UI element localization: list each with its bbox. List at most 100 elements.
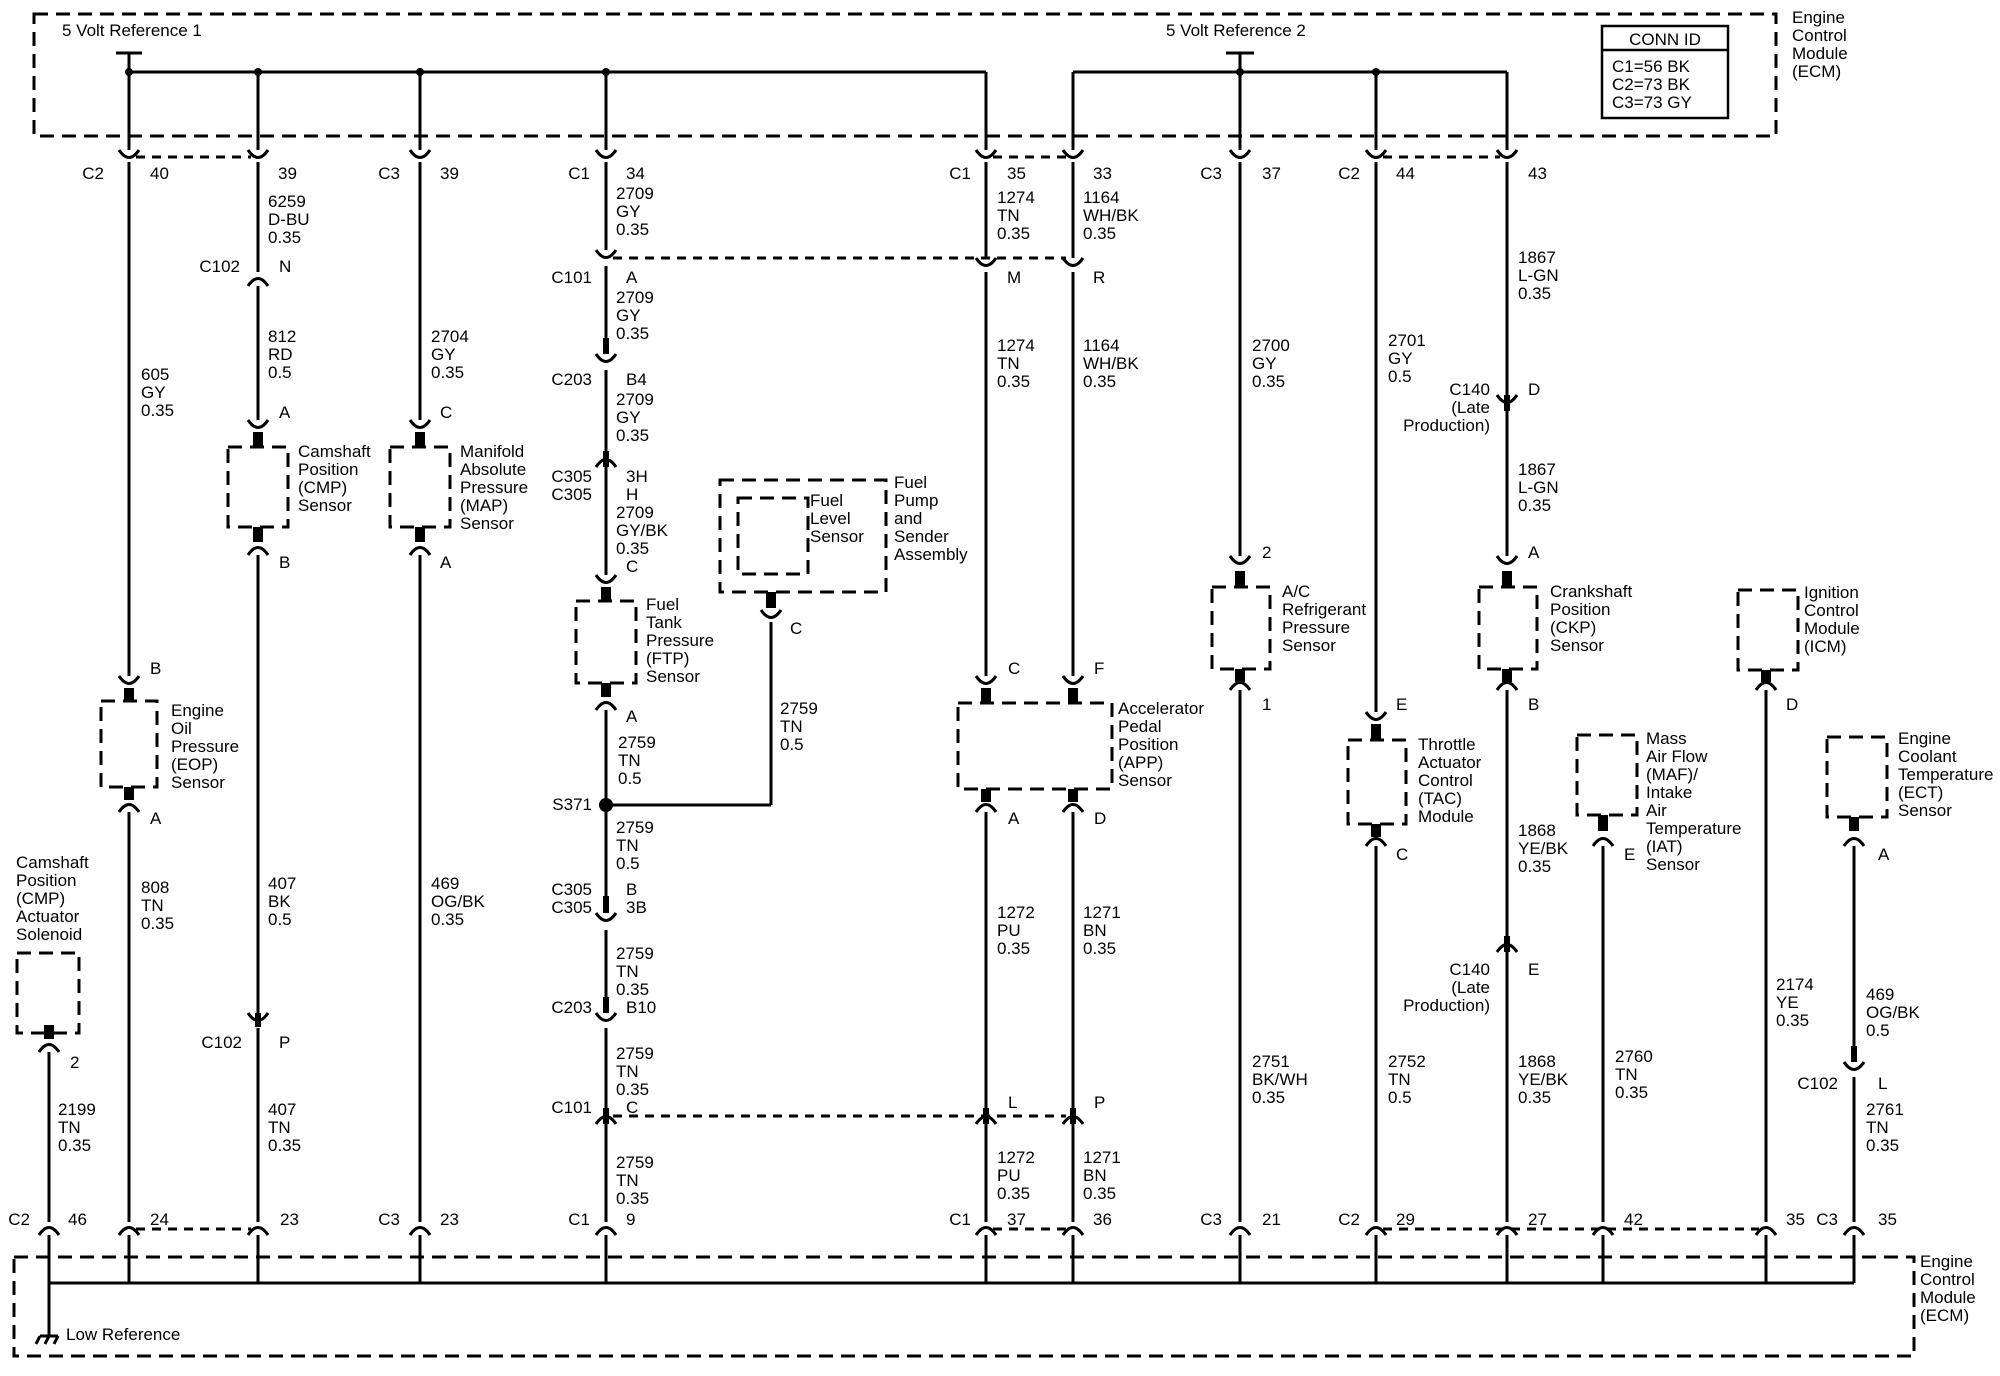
connector-shells: [136, 155, 1759, 1231]
circuit-label: GY: [141, 383, 166, 402]
circuit-label: B: [279, 553, 290, 572]
ckp-sensor-label-2: Position: [1550, 600, 1610, 619]
circuit-label: 0.35: [997, 1184, 1030, 1203]
cmp-actuator-label-4: Actuator: [16, 907, 80, 926]
circuit-label: 0.5: [1388, 367, 1412, 386]
fuel-pump-assembly-box: [718, 478, 888, 619]
circuit-label: 2704: [431, 327, 469, 346]
circuit-label: 1274: [997, 188, 1035, 207]
circuit-label: 0.35: [1083, 224, 1116, 243]
circuit-label: C1: [949, 1210, 971, 1229]
circuit-label: 2709: [616, 390, 654, 409]
icm-label-3: Module: [1804, 619, 1860, 638]
circuit-label: TN: [616, 962, 639, 981]
fuel-level-label-3: Sensor: [810, 527, 864, 546]
circuit-label: 2759: [616, 1153, 654, 1172]
circuit-label: TN: [997, 206, 1020, 225]
circuit-label: 3B: [626, 898, 647, 917]
eop-sensor-label-4: (EOP): [171, 755, 218, 774]
cmp-sensor-box: [226, 419, 290, 556]
circuit-label: 0.35: [997, 372, 1030, 391]
app-sensor-label-3: Position: [1118, 735, 1178, 754]
circuit-label: 0.5: [1388, 1088, 1412, 1107]
conn-id-line-2: C2=73 BK: [1612, 75, 1691, 94]
circuit-label: C3: [378, 1210, 400, 1229]
ckp-sensor-label-3: (CKP): [1550, 618, 1596, 637]
conn-id-line-1: C1=56 BK: [1612, 57, 1691, 76]
circuit-label: 1271: [1083, 903, 1121, 922]
circuit-label: 812: [268, 327, 296, 346]
circuit-label: C3: [1200, 1210, 1222, 1229]
maf-sensor-label-5: Air: [1646, 801, 1667, 820]
cmp-sensor-label-3: (CMP): [298, 478, 347, 497]
ecm-bottom-label-4: (ECM): [1920, 1306, 1969, 1325]
component-labels: Camshaft Position (CMP) Sensor Manifold …: [16, 442, 1993, 944]
circuit-label: 2700: [1252, 336, 1290, 355]
tac-module-label-3: Control: [1418, 771, 1473, 790]
ftp-sensor-label-3: Pressure: [646, 631, 714, 650]
circuit-label: 0.5: [268, 910, 292, 929]
icm-box: [1736, 588, 1800, 691]
circuit-label: 2752: [1388, 1052, 1426, 1071]
circuit-label: C203: [551, 998, 592, 1017]
circuit-label: 2709: [616, 503, 654, 522]
circuit-label: C2: [82, 164, 104, 183]
circuit-label: C305: [551, 467, 592, 486]
circuit-label: 2174: [1776, 975, 1814, 994]
ac-sensor-box: [1210, 555, 1272, 691]
maf-sensor-label-2: Air Flow: [1646, 747, 1708, 766]
circuit-label: RD: [268, 345, 293, 364]
circuit-label: 0.5: [780, 735, 804, 754]
ac-sensor-label-3: Pressure: [1282, 618, 1350, 637]
circuit-label: 1868: [1518, 821, 1556, 840]
circuit-label: 469: [1866, 985, 1894, 1004]
app-sensor-box: [956, 675, 1114, 813]
fuel-pump-label-2: Pump: [894, 491, 938, 510]
circuit-label: C3: [1200, 164, 1222, 183]
circuit-label: S371: [552, 795, 592, 814]
ftp-sensor-box: [574, 574, 638, 711]
circuit-label: 1274: [997, 336, 1035, 355]
circuit-label: 0.35: [1252, 372, 1285, 391]
circuit-label: 2709: [616, 288, 654, 307]
maf-sensor-label-1: Mass: [1646, 729, 1687, 748]
ftp-sensor-label-4: (FTP): [646, 649, 689, 668]
circuit-label: 34: [626, 164, 645, 183]
connector-terminals: [37, 149, 1866, 1236]
circuit-label: L-GN: [1518, 478, 1559, 497]
circuit-label: TN: [618, 751, 641, 770]
cmp-actuator-label-1: Camshaft: [16, 853, 89, 872]
circuit-label: 35: [1786, 1210, 1805, 1229]
circuit-label: 2199: [58, 1100, 96, 1119]
circuit-label: L: [1008, 1093, 1017, 1112]
app-sensor-label-5: Sensor: [1118, 771, 1172, 790]
circuit-label: C: [1396, 845, 1408, 864]
circuit-label: 33: [1093, 164, 1112, 183]
circuit-label: TN: [616, 1171, 639, 1190]
ac-sensor-label-4: Sensor: [1282, 636, 1336, 655]
circuit-label: L-GN: [1518, 266, 1559, 285]
conn-id-box: CONN ID C1=56 BK C2=73 BK C3=73 GY: [1600, 24, 1730, 120]
ac-sensor-label-1: A/C: [1282, 582, 1310, 601]
circuit-label: A: [279, 403, 291, 422]
map-sensor-label-3: Pressure: [460, 478, 528, 497]
ckp-sensor-box: [1477, 555, 1539, 691]
circuit-label: 1164: [1083, 188, 1120, 207]
circuit-label: 0.5: [618, 769, 642, 788]
circuit-label: 407: [268, 874, 296, 893]
circuit-label: C1: [568, 164, 590, 183]
circuit-label: 6259: [268, 192, 306, 211]
circuit-label: 2759: [780, 699, 818, 718]
circuit-label: 9: [626, 1210, 635, 1229]
circuit-label: 37: [1262, 164, 1281, 183]
eop-sensor-box: [99, 675, 159, 813]
tac-module-label-2: Actuator: [1418, 753, 1482, 772]
field-wiring: [47, 162, 1856, 1222]
ecm-top-label-2: Control: [1792, 26, 1847, 45]
circuit-label: A: [1878, 845, 1890, 864]
circuit-label: GY: [616, 202, 641, 221]
circuit-label: 1164: [1083, 336, 1120, 355]
circuit-label: TN: [780, 717, 803, 736]
ecm-bottom-label-2: Control: [1920, 1270, 1975, 1289]
